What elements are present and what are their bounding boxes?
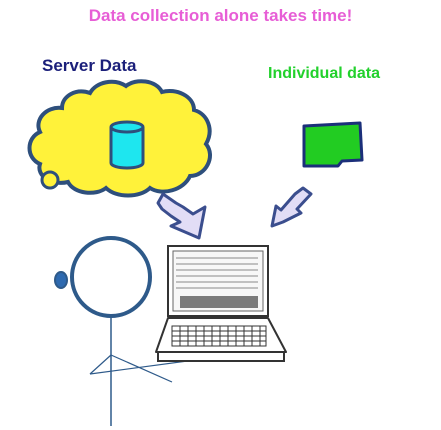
database-icon [109, 120, 145, 170]
arrow-down-icon [270, 186, 313, 228]
person-icon [54, 236, 211, 426]
arrow-down-icon [156, 192, 207, 240]
individual-data-label: Individual data [268, 65, 381, 82]
folder-icon [302, 121, 364, 168]
page-title: Data collection alone takes time! [88, 6, 353, 25]
server-data-label: Server Data [42, 56, 137, 75]
laptop-icon [155, 245, 287, 362]
